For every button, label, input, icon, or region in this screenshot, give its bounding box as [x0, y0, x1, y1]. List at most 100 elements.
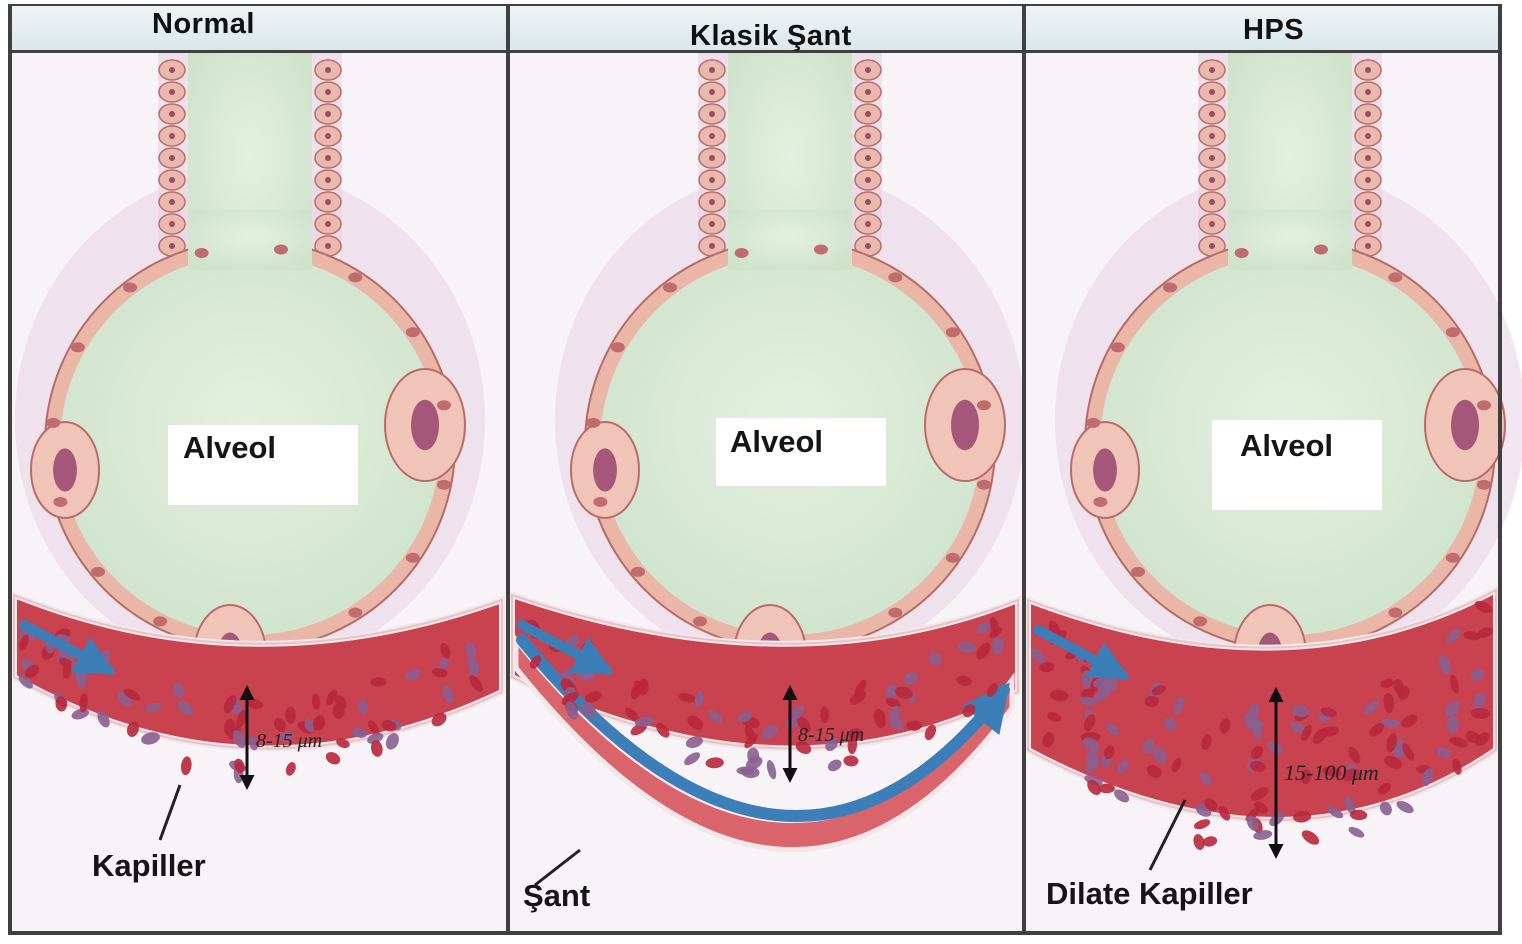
- cell-nucleus: [325, 111, 331, 117]
- cell-nucleus: [709, 177, 715, 183]
- cell-nucleus: [1209, 221, 1215, 227]
- width-measurement-label: 15-100 μm: [1284, 760, 1379, 785]
- wall-nucleus: [406, 553, 420, 563]
- wall-nucleus: [1163, 282, 1177, 292]
- wall-nucleus: [977, 480, 991, 490]
- wall-nucleus: [153, 616, 167, 626]
- cell-nucleus: [1209, 243, 1215, 249]
- wall-nucleus: [123, 282, 137, 292]
- cell-nucleus: [1209, 177, 1215, 183]
- wall-nucleus: [946, 553, 960, 563]
- cell-nucleus: [1365, 89, 1371, 95]
- cell-nucleus: [1451, 400, 1479, 450]
- cell-nucleus: [169, 89, 175, 95]
- cell-nucleus: [1209, 89, 1215, 95]
- wall-nucleus: [1446, 327, 1460, 337]
- wall-nucleus: [693, 616, 707, 626]
- cell-nucleus: [709, 67, 715, 73]
- wall-nucleus: [888, 272, 902, 282]
- cell-nucleus: [325, 221, 331, 227]
- cell-nucleus: [325, 177, 331, 183]
- vessel-label-kapiller: Kapiller: [92, 848, 206, 884]
- wall-nucleus: [71, 342, 85, 352]
- vessel-label-sant: Şant: [523, 878, 590, 914]
- cell-nucleus: [1209, 111, 1215, 117]
- cell-nucleus: [169, 221, 175, 227]
- cell-nucleus: [865, 111, 871, 117]
- cell-nucleus: [1209, 155, 1215, 161]
- cell-nucleus: [1209, 133, 1215, 139]
- wall-nucleus: [437, 400, 451, 410]
- cell-nucleus: [325, 133, 331, 139]
- wall-nucleus: [663, 282, 677, 292]
- cell-nucleus: [1093, 448, 1117, 491]
- cell-nucleus: [1365, 155, 1371, 161]
- cell-nucleus: [169, 243, 175, 249]
- panel-title-hps: HPS: [1243, 14, 1304, 47]
- panel-header-normal: [12, 6, 506, 53]
- cell-nucleus: [1365, 199, 1371, 205]
- wall-nucleus: [946, 327, 960, 337]
- wall-nucleus: [348, 608, 362, 618]
- panel-title-klasik-sant: Klasik Şant: [690, 20, 852, 53]
- wall-nucleus: [91, 567, 105, 577]
- alveol-label-hps: Alveol: [1240, 428, 1333, 464]
- wall-nucleus: [274, 244, 288, 254]
- wall-nucleus: [1446, 553, 1460, 563]
- cell-nucleus: [709, 89, 715, 95]
- cell-nucleus: [865, 199, 871, 205]
- cell-nucleus: [1209, 199, 1215, 205]
- wall-nucleus: [814, 244, 828, 254]
- cell-nucleus: [865, 133, 871, 139]
- cell-nucleus: [709, 199, 715, 205]
- wall-nucleus: [1111, 342, 1125, 352]
- cell-nucleus: [865, 67, 871, 73]
- wall-nucleus: [977, 400, 991, 410]
- cell-nucleus: [169, 199, 175, 205]
- cell-nucleus: [593, 448, 617, 491]
- cell-nucleus: [1365, 243, 1371, 249]
- cell-nucleus: [325, 199, 331, 205]
- cell-nucleus: [951, 400, 979, 450]
- wall-nucleus: [437, 480, 451, 490]
- cell-nucleus: [169, 155, 175, 161]
- width-measurement-label: 8-15 μm: [256, 730, 322, 752]
- cell-nucleus: [709, 243, 715, 249]
- cell-nucleus: [411, 400, 439, 450]
- cell-nucleus: [865, 89, 871, 95]
- wall-nucleus: [1388, 272, 1402, 282]
- wall-nucleus: [735, 248, 749, 258]
- cell-nucleus: [709, 155, 715, 161]
- cell-nucleus: [865, 155, 871, 161]
- red-blood-cell: [370, 677, 386, 686]
- cell-nucleus: [325, 67, 331, 73]
- wall-nucleus: [1235, 248, 1249, 258]
- cell-nucleus: [865, 221, 871, 227]
- wall-nucleus: [406, 327, 420, 337]
- cell-nucleus: [53, 448, 77, 491]
- cell-nucleus: [169, 177, 175, 183]
- cell-nucleus: [169, 111, 175, 117]
- wall-nucleus: [888, 608, 902, 618]
- wall-nucleus: [1193, 616, 1207, 626]
- wall-nucleus: [1131, 567, 1145, 577]
- alveolus-neck: [728, 210, 852, 270]
- panel-title-normal: Normal: [152, 8, 255, 41]
- wall-nucleus: [1477, 480, 1491, 490]
- wall-nucleus: [195, 248, 209, 258]
- cell-nucleus: [1365, 133, 1371, 139]
- cell-nucleus: [1209, 67, 1215, 73]
- wall-nucleus: [631, 567, 645, 577]
- wall-nucleus: [611, 342, 625, 352]
- vessel-label-dilate-kapiller: Dilate Kapiller: [1046, 876, 1253, 912]
- cell-nucleus: [1365, 177, 1371, 183]
- cell-nucleus: [325, 243, 331, 249]
- wall-nucleus: [348, 272, 362, 282]
- alveolus-neck: [188, 210, 312, 270]
- alveol-label-normal: Alveol: [183, 430, 276, 466]
- cell-nucleus: [169, 67, 175, 73]
- wall-nucleus: [1086, 418, 1100, 428]
- wall-nucleus: [1093, 497, 1107, 507]
- cell-nucleus: [1365, 67, 1371, 73]
